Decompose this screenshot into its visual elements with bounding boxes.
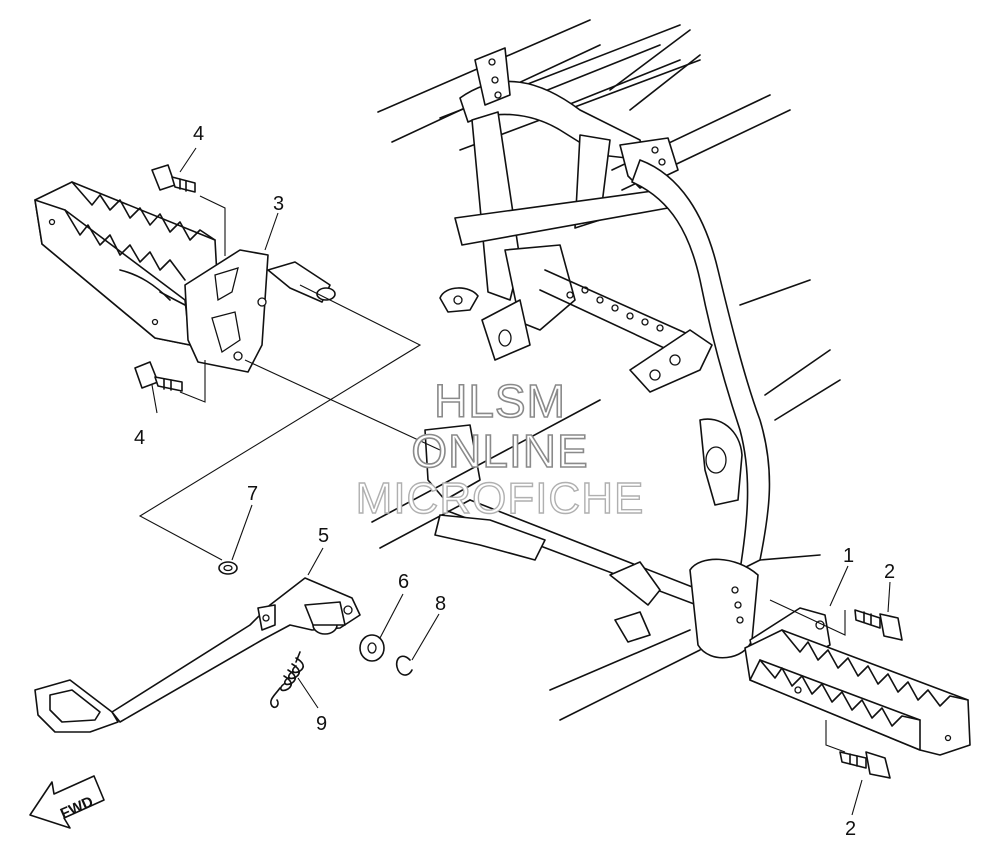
callout-2-upper: 2	[884, 561, 895, 583]
arrow-fwd-icon: FWD	[29, 775, 105, 829]
callout-3: 3	[273, 193, 284, 215]
frame	[371, 19, 841, 721]
callout-leaders	[138, 147, 891, 816]
callout-1: 1	[843, 545, 854, 567]
callout-6: 6	[398, 571, 409, 593]
return-spring	[270, 651, 305, 709]
bolt-2-upper	[854, 609, 903, 641]
right-footrest	[744, 607, 971, 756]
bolt-2-lower	[839, 751, 891, 779]
bolt-4-upper	[151, 164, 196, 193]
callout-7: 7	[247, 483, 258, 505]
callout-numbers: 4 3 4 7 5 6 8 9 1 2 2	[134, 123, 895, 840]
circlip	[395, 655, 413, 676]
bolt-4-lower	[134, 361, 183, 392]
callout-8: 8	[435, 593, 446, 615]
callout-2-lower: 2	[845, 818, 856, 840]
o-ring	[218, 561, 238, 575]
callout-4-upper: 4	[193, 123, 204, 145]
plain-washer	[359, 634, 385, 662]
brake-pedal	[34, 577, 361, 733]
callout-4-lower: 4	[134, 427, 145, 449]
callout-5: 5	[318, 525, 329, 547]
callout-9: 9	[316, 713, 327, 735]
